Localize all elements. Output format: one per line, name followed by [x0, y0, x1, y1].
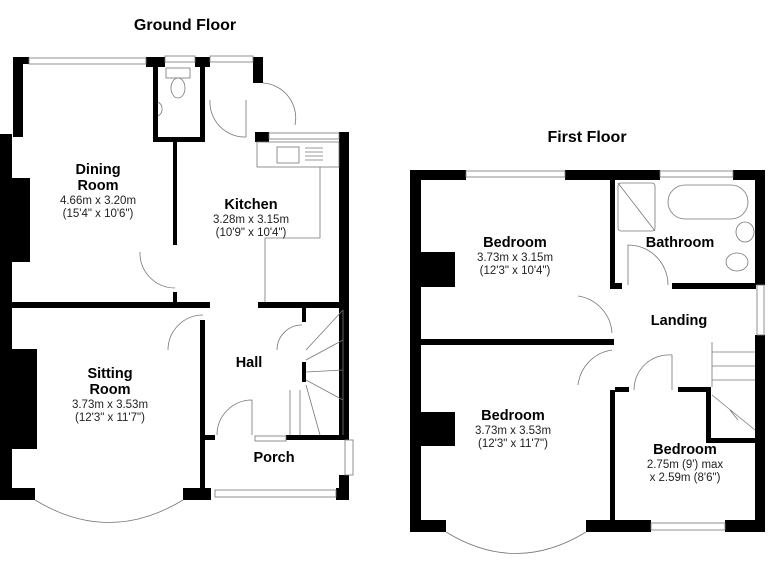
room-label-sitting: Sitting Room 3.73m x 3.53m (12'3" x 11'7… [71, 366, 149, 425]
room-label-landing: Landing [650, 313, 708, 330]
first-floor-fixtures [445, 182, 756, 554]
room-name: Dining [75, 162, 121, 178]
first-floor-title: First Floor [547, 129, 627, 146]
room-label-bedroom-1: Bedroom 3.73m x 3.15m (12'3" x 10'4") [476, 235, 554, 278]
room-dimensions-imperial: (12'3" x 11'7") [478, 438, 548, 451]
room-name: Bathroom [645, 235, 715, 251]
room-name: Sitting [87, 366, 133, 382]
room-dimensions-metric: 3.73m x 3.15m [476, 251, 554, 264]
room-dimensions-imperial: (15'4" x 10'6") [62, 208, 134, 221]
room-dimensions-metric: 3.28m x 3.15m [212, 213, 290, 226]
room-name: Porch [253, 450, 295, 466]
room-dimensions-metric: 4.66m x 3.20m [59, 194, 137, 207]
room-dimensions-imperial: (10'9" x 10'4") [215, 227, 287, 240]
ground-floor-walls [0, 57, 349, 500]
room-label-bathroom: Bathroom [645, 235, 715, 252]
room-name: Kitchen [224, 197, 278, 213]
room-label-kitchen: Kitchen 3.28m x 3.15m (10'9" x 10'4") [212, 197, 290, 240]
room-dimensions-line2: x 2.59m (8'6") [649, 472, 721, 485]
room-name: Landing [650, 313, 708, 329]
ground-floor-fixtures [34, 67, 344, 523]
room-label-hall: Hall [235, 355, 263, 372]
room-label-bedroom-2: Bedroom 3.73m x 3.53m (12'3" x 11'7") [474, 408, 552, 451]
room-dimensions-line1: 2.75m (9') max [646, 458, 724, 471]
room-dimensions-metric: 3.73m x 3.53m [474, 424, 552, 437]
first-floor-windows [465, 170, 765, 531]
room-label-bedroom-3: Bedroom 2.75m (9') max x 2.59m (8'6") [646, 442, 724, 485]
room-label-porch: Porch [253, 450, 295, 467]
room-dimensions-imperial: (12'3" x 11'7") [75, 412, 145, 425]
room-name: Hall [235, 355, 263, 371]
room-name: Room [77, 177, 119, 194]
ground-floor-title: Ground Floor [133, 17, 237, 34]
room-name: Bedroom [481, 408, 545, 424]
room-label-dining: Dining Room 4.66m x 3.20m (15'4" x 10'6"… [59, 162, 137, 221]
room-dimensions-imperial: (12'3" x 10'4") [479, 265, 551, 278]
room-name: Bedroom [483, 235, 547, 251]
room-name: Room [89, 381, 131, 398]
first-floor-walls [410, 170, 765, 532]
room-dimensions-metric: 3.73m x 3.53m [71, 398, 149, 411]
room-name: Bedroom [653, 442, 717, 458]
ground-floor-windows [28, 55, 354, 498]
